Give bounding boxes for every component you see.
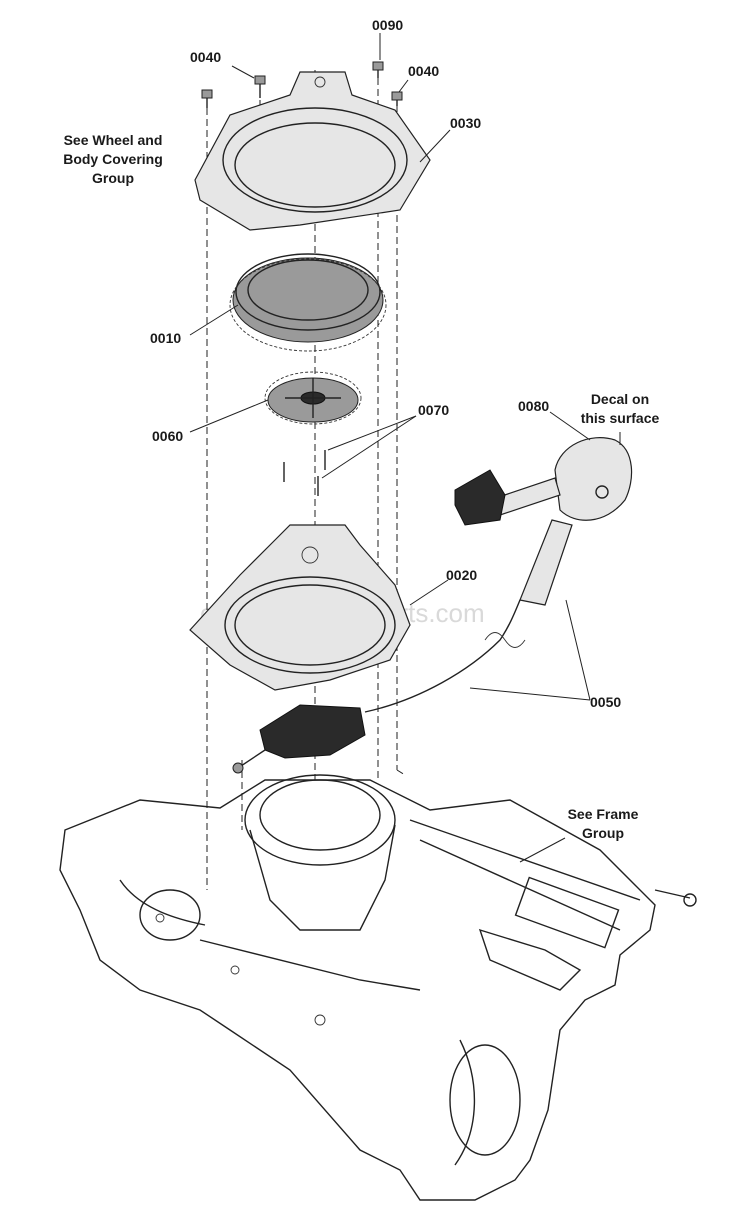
callout-0030: 0030 bbox=[450, 115, 481, 131]
crank-handle-0080 bbox=[454, 437, 633, 606]
svg-text:Body Covering: Body Covering bbox=[63, 151, 163, 167]
note-decal: Decal on this surface bbox=[581, 391, 660, 426]
screws-0070 bbox=[283, 450, 326, 496]
svg-text:this surface: this surface bbox=[581, 410, 660, 426]
frame-housing bbox=[59, 774, 697, 1201]
control-cable-0050 bbox=[364, 599, 521, 713]
callout-0040-right: 0040 bbox=[408, 63, 439, 79]
note-see-frame-group: See Frame Group bbox=[568, 806, 639, 841]
svg-text:Group: Group bbox=[582, 825, 624, 841]
callout-0090: 0090 bbox=[372, 17, 403, 33]
note-wheel-body-covering: See Wheel and Body Covering Group bbox=[63, 132, 163, 186]
callout-0040-left: 0040 bbox=[190, 49, 221, 65]
ring-gear-0010 bbox=[229, 253, 387, 352]
bolt-0040-right bbox=[391, 91, 403, 106]
bearing-plate-0030 bbox=[194, 71, 431, 231]
pinion-gear-0060 bbox=[264, 371, 362, 425]
cable-break-symbol bbox=[484, 632, 526, 648]
bolt-0090 bbox=[372, 61, 384, 78]
callout-0020: 0020 bbox=[446, 567, 477, 583]
lower-plate-0020 bbox=[189, 524, 411, 691]
svg-text:See Wheel and: See Wheel and bbox=[64, 132, 163, 148]
callout-0070: 0070 bbox=[418, 402, 449, 418]
svg-text:See Frame: See Frame bbox=[568, 806, 639, 822]
svg-text:Group: Group bbox=[92, 170, 134, 186]
bolt-0040-left bbox=[201, 89, 213, 108]
callout-0010: 0010 bbox=[150, 330, 181, 346]
leader-lines bbox=[189, 33, 621, 863]
bolt-0040-center bbox=[254, 75, 266, 98]
svg-text:Decal on: Decal on bbox=[591, 391, 649, 407]
chute-control-gearbox bbox=[232, 704, 366, 774]
callout-0060: 0060 bbox=[152, 428, 183, 444]
callout-0080: 0080 bbox=[518, 398, 549, 414]
callout-0050: 0050 bbox=[590, 694, 621, 710]
